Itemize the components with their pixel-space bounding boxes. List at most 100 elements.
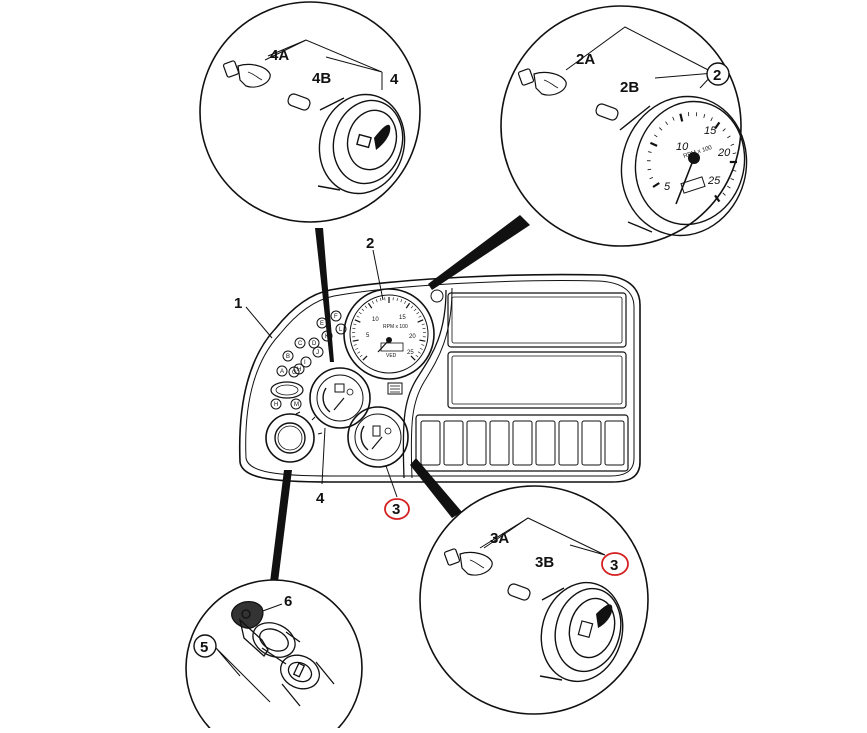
tach-tick <box>418 320 424 322</box>
keypad-button-a[interactable]: A <box>277 366 287 376</box>
tach-tick <box>420 348 423 349</box>
tach-tick <box>416 355 418 357</box>
hazard-switch-lines <box>390 386 400 392</box>
callout-1: 1 <box>234 295 242 312</box>
warning-lamp-cell <box>536 421 555 465</box>
warning-lamp-cells <box>421 421 624 465</box>
tach-tick <box>414 309 416 311</box>
warning-lamp-cell <box>513 421 532 465</box>
tach-tick <box>365 306 367 308</box>
callout-3: 3 <box>392 501 400 518</box>
tach-tick <box>363 356 367 360</box>
tach-tick <box>419 316 422 317</box>
tach-tick <box>355 320 361 322</box>
callout-3a: 3A <box>490 530 509 547</box>
keypad-button-label: L <box>339 327 343 333</box>
callout-3b: 3B <box>535 554 554 571</box>
tach-large-label-15: 15 <box>704 125 717 137</box>
keypad-button-label: J <box>316 350 319 356</box>
tach-tick <box>354 345 357 346</box>
keypad-button-label: A <box>280 369 284 375</box>
gauge-3-pivot <box>385 428 391 434</box>
tach-tick <box>357 316 360 317</box>
tach-tick <box>397 298 398 301</box>
keypad-button-label: E <box>320 321 324 327</box>
tach-tick <box>380 298 381 301</box>
ignition-bezel <box>266 414 314 462</box>
warning-lamp-cell <box>582 421 601 465</box>
warning-lamp-cell <box>605 421 624 465</box>
tach-tick <box>418 352 421 354</box>
detail-3: 3A 3B 3 <box>420 486 648 714</box>
tach-small-sub: VED <box>386 353 397 359</box>
tach-large-label-25: 25 <box>707 175 721 187</box>
display-screens <box>416 293 628 471</box>
tach-small-label-20: 20 <box>409 334 416 340</box>
warning-lamp-cell <box>421 421 440 465</box>
keypad-button-j[interactable]: J <box>313 347 323 357</box>
keypad-button-d[interactable]: D <box>309 338 319 348</box>
gauge-4-pivot <box>347 389 353 395</box>
detail-4-circle <box>200 2 420 222</box>
button-h-lower-label: H <box>274 402 278 408</box>
lower-display-screen <box>448 352 626 408</box>
warning-lamp-cell <box>559 421 578 465</box>
tach-tick <box>357 352 360 354</box>
upper-display-inner <box>452 297 622 343</box>
tach-tick <box>368 303 371 308</box>
callout-2b: 2B <box>620 79 639 96</box>
upper-display-screen <box>448 293 626 347</box>
tach-tick <box>372 301 373 304</box>
fuel-pump-icon <box>373 426 380 436</box>
leader-1 <box>246 307 272 338</box>
gauge-4-face <box>317 375 363 421</box>
tach-tick <box>360 355 362 357</box>
keypad-button-f[interactable]: F <box>331 311 341 321</box>
callout-3-detail: 3 <box>610 557 618 574</box>
tach-large-tick <box>727 186 730 188</box>
tach-large-label-10: 10 <box>676 141 689 153</box>
keypad-button-label: M <box>294 402 299 408</box>
leader-2 <box>373 250 383 300</box>
tach-tick <box>417 312 419 314</box>
tach-tick <box>355 348 358 349</box>
ignition-barrel <box>275 423 305 453</box>
oval-indicator-inner <box>276 385 298 395</box>
detail-2: 2A 2B 2 5 10 15 20 25 RPM x 100 <box>501 6 762 250</box>
warning-lamp-cell <box>467 421 486 465</box>
keypad-button-label: F <box>334 314 338 320</box>
tach-tick <box>353 340 359 341</box>
gauge-3-needle <box>372 437 382 449</box>
wedge-to-detail-5 <box>270 470 292 582</box>
tach-tick <box>401 299 402 302</box>
ignition-key-slot <box>278 426 302 450</box>
callout-2: 2 <box>366 235 374 252</box>
callout-4-detail: 4 <box>390 71 399 88</box>
tach-large-tick <box>731 178 734 179</box>
tach-tick <box>376 299 377 302</box>
tach-tick <box>411 306 413 308</box>
gauge-3-face <box>355 414 401 460</box>
tach-small-label-25: 25 <box>407 350 414 356</box>
tachometer-face <box>350 295 428 373</box>
callout-5: 5 <box>200 639 208 656</box>
keypad-button-label: B <box>286 354 290 360</box>
callout-4: 4 <box>316 490 325 507</box>
keypad-button-m[interactable]: M <box>291 399 301 409</box>
keypad-button-c[interactable]: C <box>295 338 305 348</box>
keypad-button-label: K <box>325 334 329 340</box>
keypad-button-b[interactable]: B <box>283 351 293 361</box>
panel-divider-inner <box>411 288 452 478</box>
tach-tick <box>362 309 364 311</box>
gauge-3 <box>348 407 408 467</box>
keypad-button-e[interactable]: E <box>317 318 327 328</box>
gauge-3-bezel <box>348 407 408 467</box>
wedge-to-detail-3 <box>410 458 462 518</box>
tach-small-label-15: 15 <box>399 315 406 321</box>
tach-tick <box>411 356 415 360</box>
ignition-switch <box>266 412 322 462</box>
warning-lamp-strip <box>416 415 628 471</box>
tachometer-gauge: 10 15 20 25 5 RPM x 100 VED <box>344 289 434 379</box>
callout-4a: 4A <box>270 47 289 64</box>
